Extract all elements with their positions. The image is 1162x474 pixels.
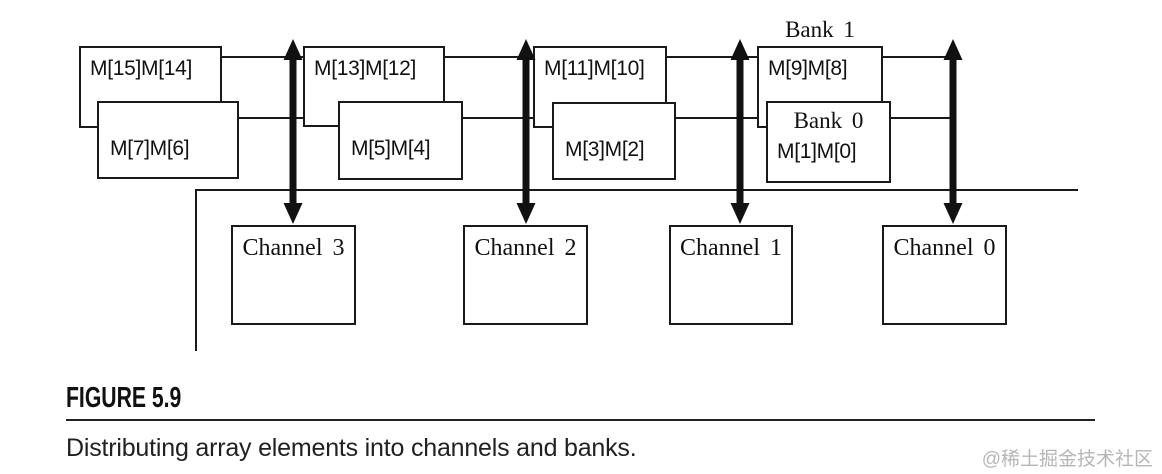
figure-caption: Distributing array elements into channel… — [66, 434, 637, 462]
memory-box-m7-m6: M[7]M[6] — [97, 101, 239, 179]
memory-box-label: M[9]M[8] — [768, 57, 848, 80]
channel-2-box: Channel 2 — [463, 225, 588, 325]
memory-box-label: M[13]M[12] — [314, 57, 417, 80]
caption-divider — [66, 419, 1095, 421]
channel-1-box: Channel 1 — [669, 225, 793, 325]
double-arrow-channel-3-icon — [283, 39, 303, 224]
bank-1-label: Bank 1 — [785, 17, 855, 42]
memory-box-label: M[11]M[10] — [544, 57, 645, 80]
double-arrow-channel-0-icon — [943, 39, 963, 224]
memory-box-label: M[5]M[4] — [351, 137, 431, 160]
bank-0-label: Bank 0 — [793, 108, 864, 133]
memory-box-label: M[7]M[6] — [110, 137, 190, 160]
channel-label: Channel 1 — [680, 235, 782, 261]
figure-number-label: FIGURE 5.9 — [66, 382, 182, 414]
bank-0-box: Bank 0 M[1]M[0] — [766, 101, 891, 183]
memory-box-label: M[1]M[0] — [777, 140, 857, 163]
channel-label: Channel 0 — [893, 235, 996, 261]
channel-3-box: Channel 3 — [231, 225, 356, 325]
watermark-text: @稀土掘金技术社区 — [981, 449, 1153, 470]
double-arrow-channel-1-icon — [730, 39, 750, 224]
memory-box-label: M[3]M[2] — [565, 138, 645, 161]
channel-label: Channel 2 — [474, 235, 577, 261]
memory-box-label: M[15]M[14] — [90, 57, 193, 80]
memory-box-m3-m2: M[3]M[2] — [552, 102, 676, 180]
memory-box-m5-m4: M[5]M[4] — [338, 101, 463, 180]
channel-label: Channel 3 — [242, 235, 345, 261]
channel-0-box: Channel 0 — [882, 225, 1007, 325]
